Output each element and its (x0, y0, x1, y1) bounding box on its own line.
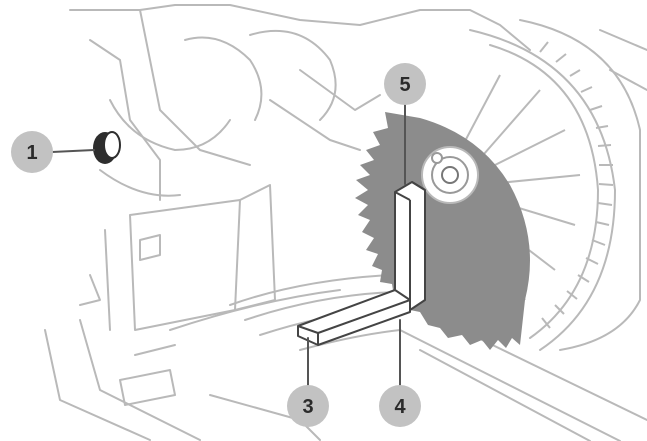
callout-5: 5 (384, 63, 426, 105)
square-tool (298, 182, 425, 345)
callout-1: 1 (11, 131, 53, 173)
callout-4: 4 (379, 385, 421, 427)
callout-4-label: 4 (394, 396, 406, 418)
callout-1-label: 1 (26, 142, 37, 164)
blade-arbor-hub (422, 147, 478, 203)
callout-5-label: 5 (399, 74, 410, 96)
knob-icon (93, 132, 120, 164)
callout-3: 3 (287, 385, 329, 427)
callout-3-label: 3 (302, 396, 313, 418)
